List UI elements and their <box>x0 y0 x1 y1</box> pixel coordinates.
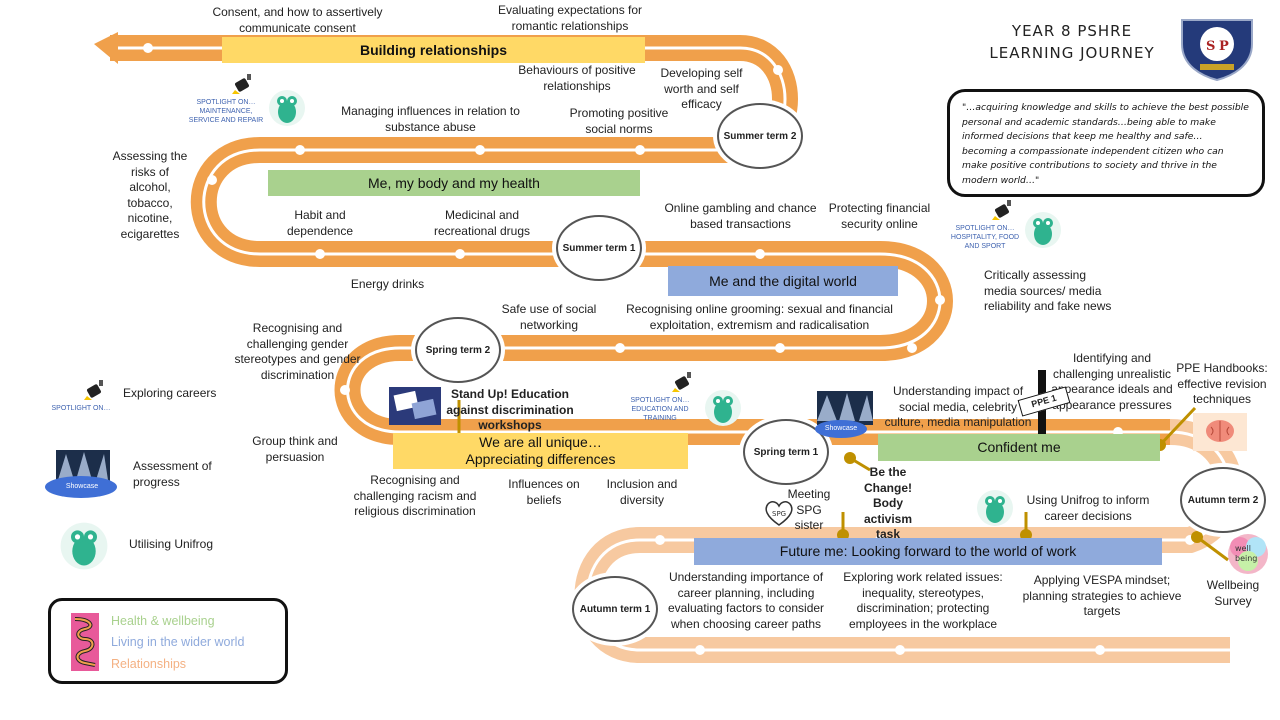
topic-energy-drinks: Energy drinks <box>350 277 425 291</box>
spotlight-maintenance: SPOTLIGHT ON… MAINTENANCE, SERVICE AND R… <box>188 99 264 124</box>
unifrog-frog-icon <box>269 90 305 126</box>
topic-wellbeing-survey: Wellbeing Survey <box>1206 578 1260 608</box>
topic-using-unifrog: Using Unifrog to inform career decisions <box>1026 493 1150 523</box>
topic-medicinal: Medicinal and recreational drugs <box>433 208 531 238</box>
banner-me-my-body: Me, my body and my health <box>268 170 640 196</box>
topic-group-think: Group think and persuasion <box>252 434 338 464</box>
unifrog-frog-icon <box>60 522 108 570</box>
topic-promoting-norms: Promoting positive social norms <box>569 106 669 136</box>
showcase-icon <box>45 450 117 498</box>
topic-vespa: Applying VESPA mindset; planning strateg… <box>1022 573 1182 618</box>
topic-financial-security: Protecting financial security online <box>828 201 931 231</box>
legend-health: Health & wellbeing <box>111 614 215 628</box>
page-title: YEAR 8 PSHRE LEARNING JOURNEY <box>989 22 1155 62</box>
topic-habit: Habit and dependence <box>286 208 354 238</box>
unifrog-frog-icon <box>705 390 741 426</box>
key-showcase-label: Showcase <box>65 483 99 490</box>
school-crest: S P <box>1181 19 1253 82</box>
topic-self-worth: Developing self worth and self efficacy <box>660 66 743 111</box>
topic-identifying-appearance: Identifying and challenging unrealistic … <box>1051 351 1173 412</box>
banner-confident-me: Confident me <box>878 434 1160 461</box>
svg-text:well: well <box>1235 544 1251 553</box>
wellbeing-logo: wellbeing <box>1228 534 1268 574</box>
key-assessment: Assessment of progress <box>133 459 212 489</box>
topic-managing-influences: Managing influences in relation to subst… <box>341 104 520 134</box>
road-arrow-head <box>94 32 118 64</box>
svg-text:P: P <box>1219 39 1229 54</box>
svg-text:S: S <box>1206 39 1215 54</box>
banner-we-are-unique: We are all unique… Appreciating differen… <box>393 433 688 469</box>
topic-meeting-spg: Meeting SPG sister <box>787 487 831 532</box>
topic-grooming: Recognising online grooming: sexual and … <box>626 302 893 332</box>
legend-wider: Living in the wider world <box>111 635 245 649</box>
showcase-icon <box>815 391 873 438</box>
topic-critically-assessing: Critically assessing media sources/ medi… <box>984 268 1112 313</box>
topic-career-planning: Understanding importance of career plann… <box>667 570 825 631</box>
topic-racism: Recognising and challenging racism and r… <box>353 473 477 518</box>
spg-heart-logo: SPG <box>765 501 793 526</box>
topic-inclusion: Inclusion and diversity <box>606 477 678 507</box>
legend-relationships: Relationships <box>111 657 187 671</box>
term-spring-2: Spring term 2 <box>415 317 501 383</box>
spotlight-icon <box>84 380 103 400</box>
topic-be-the-change: Be the Change! Body activism task <box>863 465 913 541</box>
key-unifrog: Utilising Unifrog <box>129 537 214 551</box>
topic-work-issues: Exploring work related issues: inequalit… <box>843 570 1003 631</box>
legend-road-icon <box>71 613 99 671</box>
brain-icon <box>1193 413 1247 451</box>
spotlight-icon <box>232 74 251 94</box>
term-autumn-2: Autumn term 2 <box>1180 467 1266 533</box>
unifrog-frog-icon <box>1025 212 1061 248</box>
term-summer-2: Summer term 2 <box>717 103 803 169</box>
topic-consent: Consent, and how to assertively communic… <box>212 5 383 35</box>
banner-digital-world: Me and the digital world <box>668 266 898 296</box>
svg-text:SPG: SPG <box>772 510 786 518</box>
topic-social-media-impact: Understanding impact of social media, ce… <box>884 384 1032 429</box>
key-exploring-careers: Exploring careers <box>123 386 217 400</box>
topic-stand-up: Stand Up! Education against discriminati… <box>446 387 574 432</box>
spotlight-hospitality: SPOTLIGHT ON… HOSPITALITY, FOOD AND SPOR… <box>950 225 1020 250</box>
legend: Health & wellbeing Living in the wider w… <box>48 598 288 684</box>
topic-influences-beliefs: Influences on beliefs <box>508 477 580 507</box>
topic-safe-social: Safe use of social networking <box>501 302 597 332</box>
term-summer-1: Summer term 1 <box>556 215 642 281</box>
key-spotlight-label: SPOTLIGHT ON… <box>51 405 111 412</box>
topic-ppe-handbooks: PPE Handbooks: effective revision techni… <box>1176 361 1268 406</box>
spotlight-education: SPOTLIGHT ON… EDUCATION AND TRAINING <box>630 397 690 422</box>
spotlight-icon <box>672 372 691 392</box>
svg-text:being: being <box>1235 554 1257 563</box>
banner-future-me: Future me: Looking forward to the world … <box>694 538 1162 565</box>
topic-assessing-risks: Assessing the risks of alcohol, tobacco,… <box>112 149 188 241</box>
topic-online-gambling: Online gambling and chance based transac… <box>664 201 817 231</box>
unifrog-frog-icon <box>977 490 1013 526</box>
term-spring-1: Spring term 1 <box>743 419 829 485</box>
banner-building-relationships: Building relationships <box>222 37 645 63</box>
showcase-label: Showcase <box>824 425 858 432</box>
topic-evaluating-expectations: Evaluating expectations for romantic rel… <box>497 3 643 33</box>
vision-quote: "…acquiring knowledge and skills to achi… <box>947 89 1265 197</box>
spotlight-icon <box>992 200 1011 220</box>
stand-up-logo <box>389 387 441 425</box>
term-autumn-1: Autumn term 1 <box>572 576 658 642</box>
topic-behaviours: Behaviours of positive relationships <box>518 63 636 93</box>
topic-gender-stereotypes: Recognising and challenging gender stere… <box>234 321 361 382</box>
